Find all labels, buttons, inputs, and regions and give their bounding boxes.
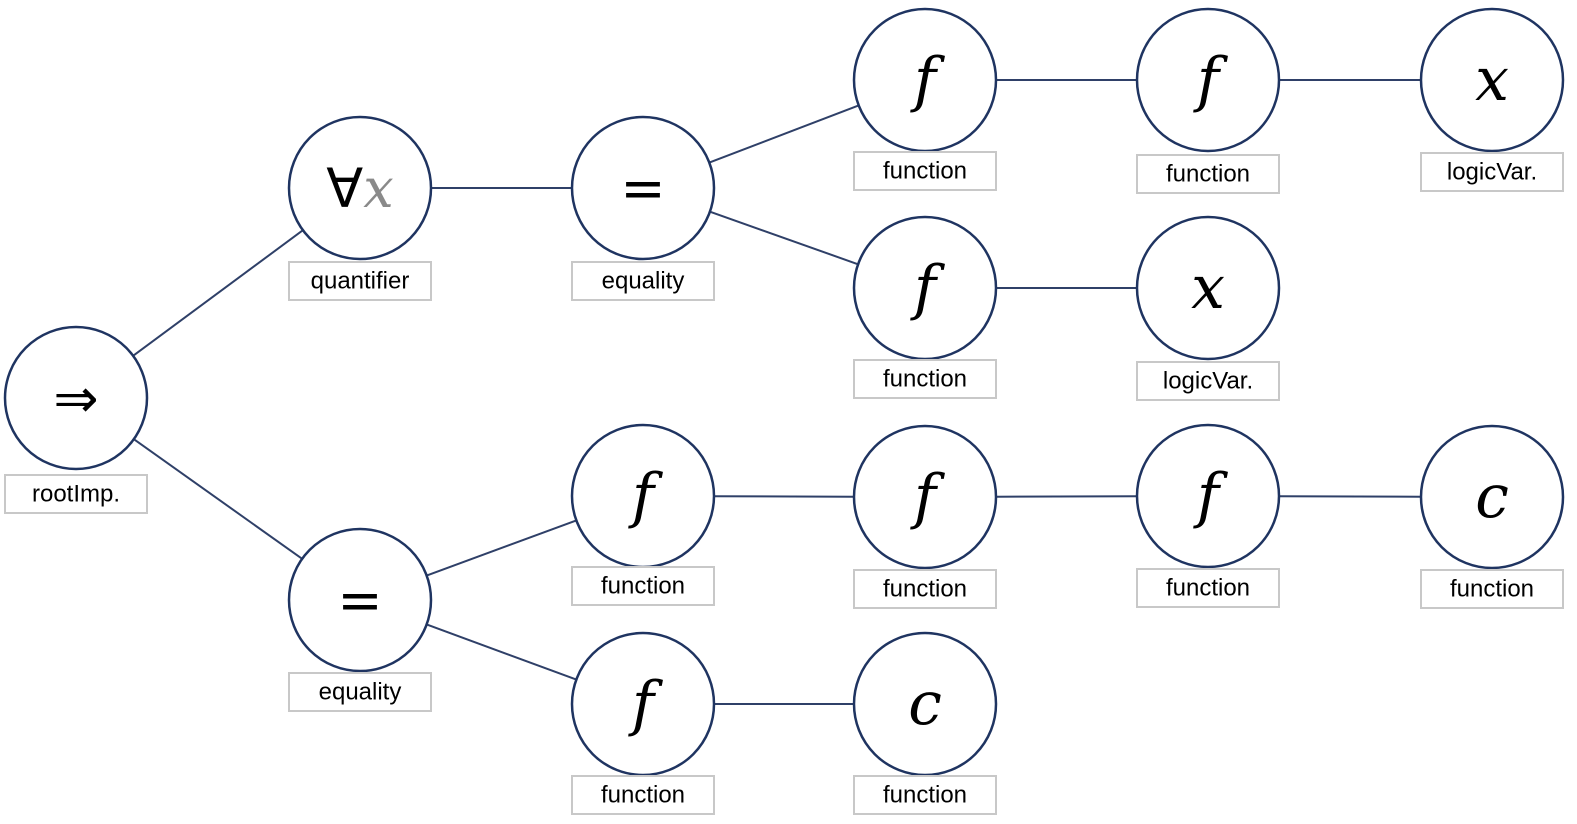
edge-eq2-f7 [426,623,577,681]
node-label: logicVar. [1447,159,1537,186]
node-circle [852,424,998,570]
node-label: logicVar. [1163,368,1253,395]
node-symbol: = [620,157,665,220]
node-symbol: c [908,669,942,739]
node-symbol: c [1475,462,1509,532]
node-label-box [288,672,432,712]
node-circle [1135,423,1281,569]
node-label-box [288,261,432,301]
node-label-box [4,474,148,514]
edge-root-quant [132,229,304,357]
node-label-box [853,151,997,191]
node-label-box [853,569,997,609]
node-symbol-main: c [908,669,942,739]
node-circle [1135,7,1281,153]
node-label: function [601,782,685,809]
nodes-layer: ⇒rootImp.∀xquantifier=equalityffunctionf… [3,7,1565,815]
node-label: function [883,576,967,603]
tree-node-c1: c function [1419,424,1565,609]
node-label: function [883,366,967,393]
node-label-box [571,566,715,606]
node-label-box [1136,154,1280,194]
node-label-box [1420,152,1564,192]
node-label: function [883,782,967,809]
edge-eq1-f3 [709,210,859,266]
node-label: function [601,573,685,600]
node-symbol: = [337,569,382,632]
tree-node-x1: x logicVar. [1419,7,1565,192]
node-circle [1419,7,1565,153]
bound-variable: x [363,157,393,220]
edges-layer [132,79,1422,705]
node-symbol: x [1191,253,1225,323]
node-label-box [571,261,715,301]
node-label: rootImp. [32,481,120,508]
node-symbol: ∀x [326,157,393,220]
node-label-box [1420,569,1564,609]
edge-eq2-f4 [426,519,577,577]
node-label: function [1166,575,1250,602]
tree-node-root: ⇒ rootImp. [3,325,149,514]
node-symbol-main: = [620,157,665,220]
node-label: function [1166,161,1250,188]
node-label-box [853,775,997,815]
node-symbol-main: x [1475,45,1509,115]
node-label: equality [602,268,685,295]
node-label: quantifier [311,268,410,295]
edge-eq1-f1 [708,104,860,164]
node-circle [287,115,433,261]
node-symbol: x [1475,45,1509,115]
node-symbol-main: ∀ [326,157,363,220]
node-symbol-main: = [337,569,382,632]
tree-node-quant: ∀x quantifier [287,115,433,301]
tree-node-c2: c function [852,631,998,815]
node-circle [1135,215,1281,361]
node-circle [1419,424,1565,570]
node-label: function [883,158,967,185]
node-circle [287,527,433,673]
node-symbol: ⇒ [53,367,98,430]
edge-f6-c1 [1278,495,1422,498]
node-label-box [1136,568,1280,608]
node-label-box [571,775,715,815]
node-circle [570,115,716,261]
tree-node-x2: x logicVar. [1135,215,1281,401]
node-symbol-main: ⇒ [53,367,98,430]
node-label: equality [319,679,402,706]
node-symbol-main: c [1475,462,1509,532]
tree-node-eq1: = equality [570,115,716,301]
node-circle [3,325,149,471]
tree-node-eq2: = equality [287,527,433,712]
node-label-box [853,359,997,399]
edge-root-eq2 [133,438,303,560]
node-label: function [1450,576,1534,603]
node-label-box [1136,361,1280,401]
node-symbol-main: x [1191,253,1225,323]
